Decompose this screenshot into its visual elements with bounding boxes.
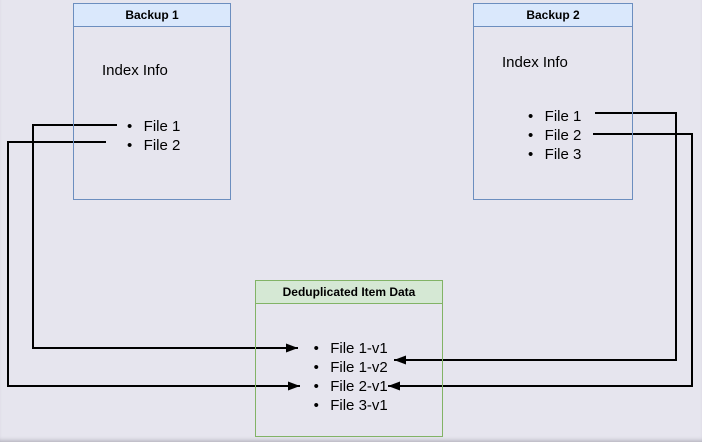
bullet-icon: •	[313, 340, 319, 357]
backup2-header: Backup 2	[474, 4, 632, 27]
bullet-icon: •	[127, 118, 133, 135]
list-item-label: File 2-v1	[330, 378, 388, 395]
list-item-label: File 1-v2	[330, 359, 388, 376]
bullet-icon: •	[313, 378, 319, 395]
backup1-subtitle: Index Info	[102, 62, 168, 79]
list-item: • File 3	[525, 145, 582, 164]
list-item: • File 2	[525, 126, 582, 145]
bullet-icon: •	[313, 359, 319, 376]
list-item: • File 1	[525, 107, 582, 126]
backup1-file-list: • File 1 • File 2	[74, 117, 230, 155]
list-item: • File 3-v1	[310, 396, 388, 415]
list-item-label: File 3-v1	[330, 397, 388, 414]
backup1-header: Backup 1	[74, 4, 230, 27]
backup2-file-list: • File 1 • File 2 • File 3	[474, 107, 632, 164]
backup2-box: Backup 2 Index Info • File 1 • File 2 • File …	[473, 3, 633, 200]
list-item-label: File 1-v1	[330, 340, 388, 357]
list-item-label: File 2	[143, 137, 181, 154]
list-item-label: File 1	[143, 118, 181, 135]
bullet-icon: •	[528, 108, 534, 125]
list-item: • File 1	[124, 117, 181, 136]
backup1-box: Backup 1 Index Info • File 1 • File 2	[73, 3, 231, 200]
list-item: • File 2	[124, 136, 181, 155]
dedup-box: Deduplicated Item Data • File 1-v1 • File 1…	[255, 280, 443, 437]
list-item-label: File 3	[544, 146, 582, 163]
list-item: • File 1-v2	[310, 358, 388, 377]
dedup-file-list: • File 1-v1 • File 1-v2 • File 2-v1 • File 3-v1	[256, 339, 442, 415]
list-item-label: File 2	[544, 127, 582, 144]
list-item-label: File 1	[544, 108, 582, 125]
bullet-icon: •	[127, 137, 133, 154]
bullet-icon: •	[313, 397, 319, 414]
bullet-icon: •	[528, 127, 534, 144]
list-item: • File 1-v1	[310, 339, 388, 358]
backup2-subtitle: Index Info	[502, 54, 568, 71]
list-item: • File 2-v1	[310, 377, 388, 396]
bullet-icon: •	[528, 146, 534, 163]
dedup-header: Deduplicated Item Data	[256, 281, 442, 304]
